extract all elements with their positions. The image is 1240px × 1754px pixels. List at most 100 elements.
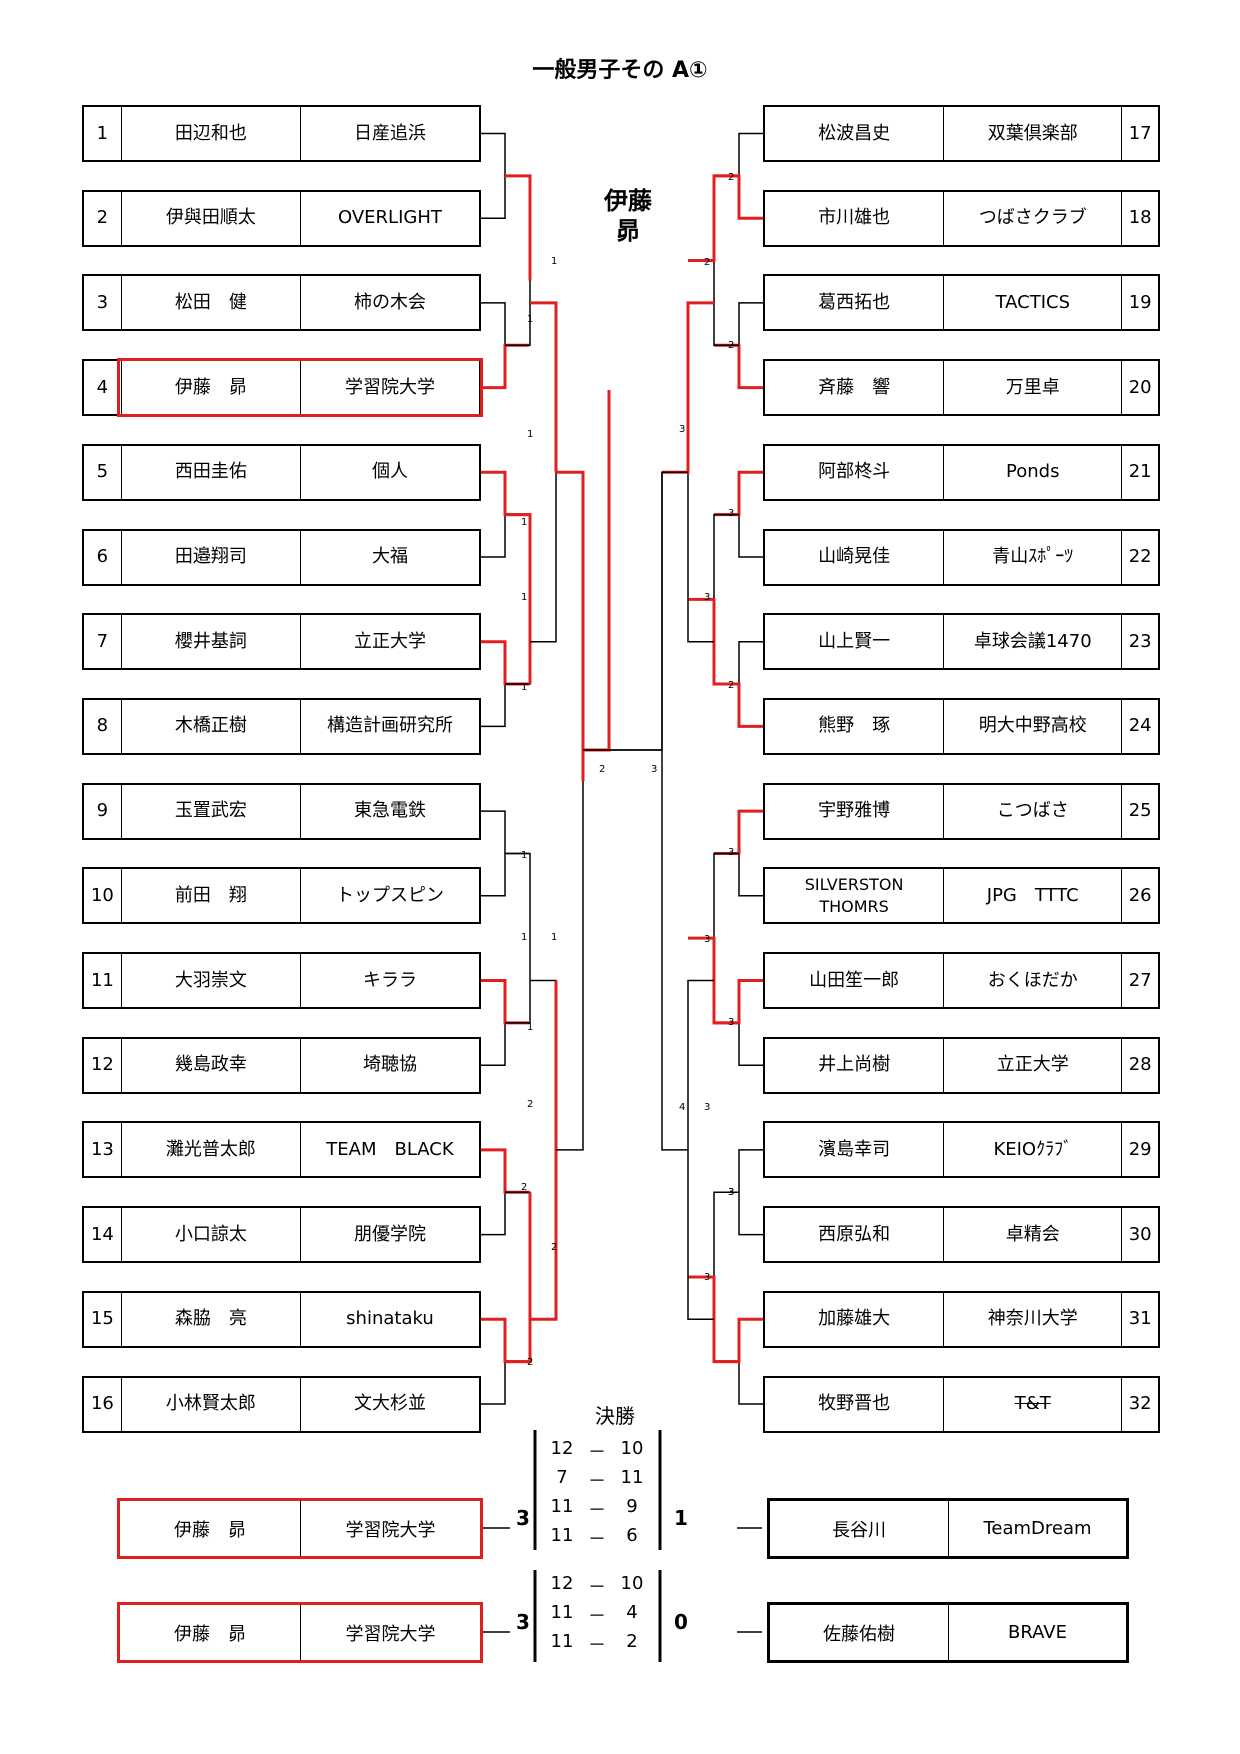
club-name: 朋優学院 — [299, 1208, 479, 1262]
bracket-line — [481, 640, 529, 686]
round-label: 3 — [679, 424, 685, 435]
round-label: 3 — [704, 592, 710, 603]
winner-line-1: 伊藤 — [604, 187, 652, 215]
bracket-line — [738, 302, 763, 389]
match2-left-club: 学習院大学 — [300, 1605, 480, 1660]
club-name: おくほだか — [943, 954, 1121, 1007]
final-left-club: 学習院大学 — [300, 1501, 480, 1556]
seed-number: 2 — [96, 207, 109, 229]
seed-number: 20 — [1121, 361, 1158, 415]
game-score-left: 11 — [550, 1602, 574, 1623]
round-label: 2 — [527, 1357, 533, 1368]
round-label: 1 — [521, 592, 527, 603]
club-name: 明大中野高校 — [943, 699, 1121, 753]
bracket-line — [481, 175, 529, 219]
bracket-line — [481, 470, 529, 517]
seed-number: 16 — [90, 1393, 114, 1414]
club-name: 埼聴協 — [299, 1038, 479, 1092]
club-name: 柿の木会 — [299, 276, 479, 330]
bracket-line — [714, 682, 763, 728]
round-label: 3 — [704, 934, 710, 945]
winner-name: 伊藤 昴 — [583, 186, 673, 246]
match2-right-name: 佐藤佑樹 — [823, 1623, 895, 1645]
game-score-row: 12－10 — [542, 1573, 652, 1602]
player-name: 小林賢太郎 — [120, 1377, 300, 1431]
bracket-line — [481, 514, 506, 558]
bracket-line — [714, 979, 763, 1025]
round-label: 3 — [728, 1187, 734, 1198]
bracket-line — [713, 175, 739, 346]
round-label: 3 — [704, 1102, 710, 1113]
club-name: TEAM BLACK — [299, 1123, 479, 1177]
player-name: 濱島幸司 — [818, 1138, 891, 1160]
game-score-row: 12－10 — [542, 1438, 652, 1467]
club-name: 卓球会議1470 — [943, 615, 1121, 669]
bracket-line — [505, 1191, 531, 1363]
bracket-line — [738, 1318, 763, 1405]
seed-number: 19 — [1121, 276, 1158, 330]
club-name: TACTICS — [943, 276, 1121, 330]
round-label: 3 — [651, 764, 657, 775]
bracket-line — [481, 979, 529, 1025]
round-label: 3 — [728, 847, 734, 858]
round-label: 2 — [728, 680, 734, 691]
bracket-line — [687, 979, 714, 1321]
club-name: 東急電鉄 — [299, 784, 479, 838]
bracket-line — [714, 343, 763, 390]
bracket-line — [505, 513, 532, 685]
round-label: 3 — [728, 1187, 734, 1198]
bracket-line — [738, 1149, 763, 1236]
round-label: 1 — [521, 850, 527, 861]
round-label: 3 — [728, 1017, 734, 1028]
round-label: 3 — [728, 508, 734, 519]
bracket-line — [713, 852, 739, 1024]
bracket-line — [583, 390, 611, 752]
bracket-line — [662, 301, 714, 474]
score-dash: － — [588, 1635, 606, 1656]
seed-number: 13 — [90, 1138, 114, 1160]
game-score-row: 7－11 — [542, 1467, 652, 1496]
player-name: 田辺和也 — [120, 107, 300, 160]
club-name: 構造計画研究所 — [299, 699, 479, 753]
seed-number: 31 — [1121, 1292, 1158, 1346]
score-dash: － — [588, 1500, 606, 1521]
match2-right-total: 0 — [674, 1610, 688, 1634]
bracket-line — [714, 809, 763, 855]
game-score-right: 2 — [626, 1631, 638, 1652]
club-name: キララ — [299, 954, 479, 1007]
club-name: 大福 — [299, 530, 479, 584]
seed-number: 14 — [90, 1223, 114, 1245]
bracket-line — [505, 174, 532, 281]
seed-number: 27 — [1121, 954, 1158, 1007]
seed-number: 26 — [1121, 869, 1158, 923]
bracket-line — [481, 132, 506, 176]
club-name: OVERLIGHT — [299, 191, 479, 245]
player-name: SILVERSTON THOMRS — [804, 874, 904, 916]
bracket-line — [530, 980, 558, 1321]
winner-line-2: 昴 — [616, 217, 640, 245]
seed-number: 9 — [96, 800, 109, 822]
seed-number: 29 — [1121, 1123, 1158, 1177]
seed-number: 4 — [96, 376, 109, 398]
seed-number: 11 — [90, 969, 114, 991]
club-name: 神奈川大学 — [943, 1292, 1121, 1346]
seed-number: 5 — [96, 461, 109, 483]
bracket-line — [609, 471, 688, 751]
bracket-line — [713, 513, 739, 685]
page-title: 一般男子その A① — [532, 58, 708, 83]
player-name: 市川雄也 — [818, 207, 891, 229]
seed-number: 7 — [96, 630, 109, 652]
